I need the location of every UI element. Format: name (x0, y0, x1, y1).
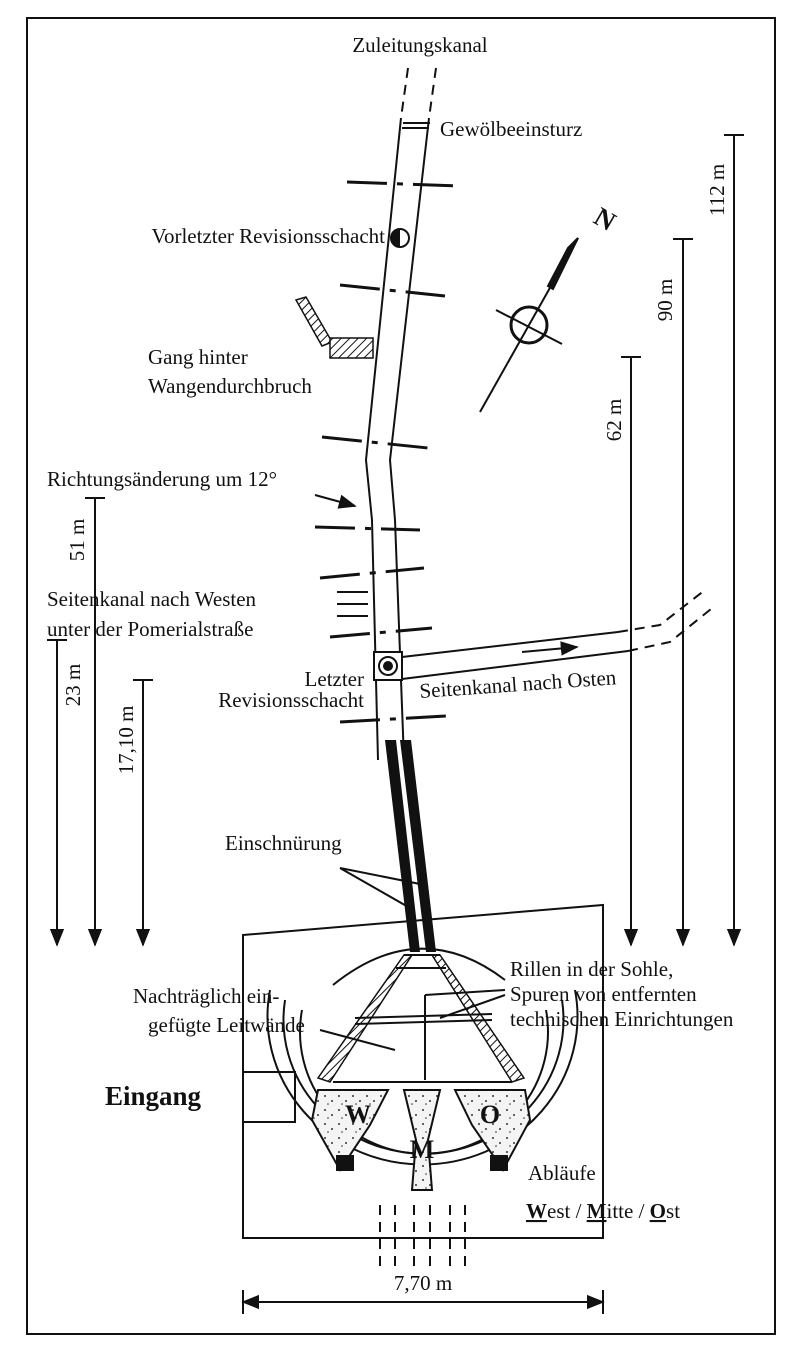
dim-770m: 7,70 m (394, 1271, 452, 1295)
passage-structure (294, 296, 374, 359)
label-north: N (589, 201, 621, 237)
label-mitte-initial: M (587, 1199, 607, 1223)
label-west-initial: W (526, 1199, 547, 1223)
label-side-west-1: Seitenkanal nach Westen (47, 587, 257, 611)
section-markers (314, 180, 461, 724)
outer-frame (26, 17, 776, 1335)
label-drains: Abläufe (528, 1161, 596, 1185)
label-passage-1: Gang hinter (148, 345, 248, 369)
constriction-walls (339, 740, 436, 952)
label-side-west-2: unter der Pomerialstraße (47, 617, 253, 641)
label-entrance: Eingang (105, 1081, 202, 1111)
label-guide-walls-2: gefügte Leitwände (148, 1013, 305, 1037)
dim-62m: 62 m (602, 399, 626, 442)
dim-112m: 112 m (705, 164, 729, 216)
label-grooves-3: technischen Einrichtungen (510, 1007, 734, 1031)
dimension-lines (47, 134, 744, 1314)
dim-23m: 23 m (61, 664, 85, 707)
leader-lines (319, 989, 506, 1080)
dim-51m: 51 m (65, 519, 89, 562)
label-mitte-rest: itte / (607, 1199, 650, 1223)
chamber-east-letter: O (480, 1100, 500, 1129)
label-guide-walls-1: Nachträglich ein- (133, 984, 279, 1008)
chamber-middle-letter: M (410, 1135, 435, 1164)
direction-change-arrow (314, 494, 357, 509)
label-passage-2: Wangendurchbruch (148, 374, 312, 398)
label-last-shaft-2: Revisionsschacht (218, 688, 364, 712)
label-side-east: Seitenkanal nach Osten (419, 665, 618, 703)
penultimate-shaft-marker (390, 228, 410, 248)
side-channel-east (401, 589, 717, 680)
label-drain-directions: West / Mitte / Ost (526, 1199, 680, 1223)
label-last-shaft-1: Letzter (305, 667, 364, 691)
label-vault-collapse: Gewölbeeinsturz (440, 117, 582, 141)
dim-1710m: 17,10 m (114, 706, 138, 775)
label-constriction: Einschnürung (225, 831, 342, 855)
label-west-rest: est / (547, 1199, 587, 1223)
label-grooves-1: Rillen in der Sohle, (510, 957, 673, 981)
side-channel-west (337, 591, 368, 617)
label-grooves-2: Spuren von entfernten (510, 982, 697, 1006)
label-ost-rest: st (666, 1199, 680, 1223)
chamber-west-letter: W (345, 1100, 371, 1129)
last-shaft-marker (373, 651, 403, 681)
label-ost-initial: O (650, 1199, 666, 1223)
label-penultimate-shaft: Vorletzter Revisionsschacht (152, 224, 386, 248)
feed-channel (364, 67, 437, 761)
label-feed-channel: Zuleitungskanal (352, 33, 487, 57)
north-arrow (479, 237, 579, 413)
basin-structure (242, 903, 604, 1268)
dim-90m: 90 m (653, 279, 677, 322)
label-direction-change: Richtungsänderung um 12° (47, 467, 277, 491)
